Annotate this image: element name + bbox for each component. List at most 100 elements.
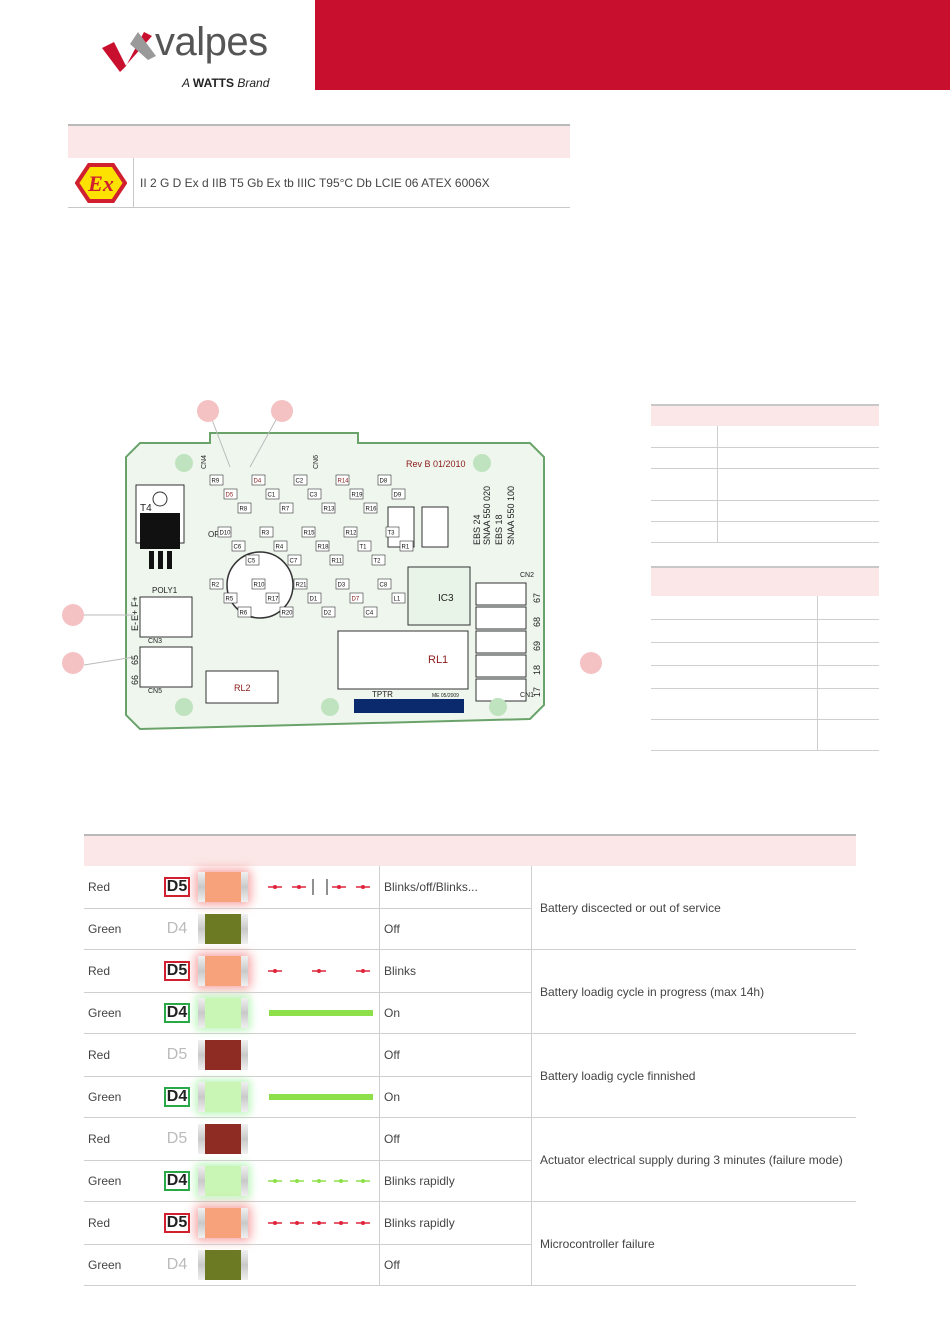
led-label: D4 <box>166 1256 188 1273</box>
terminal-key <box>651 426 718 448</box>
led-label: D5 <box>166 1130 188 1147</box>
pcb-label: EBS 18 <box>494 514 504 545</box>
callout-a <box>62 604 84 626</box>
terminal-key <box>651 468 718 501</box>
led-state: Off <box>380 1034 532 1076</box>
pcb-component-label: C3 <box>310 493 318 499</box>
terminal-row <box>651 447 879 469</box>
pcb-component-label: R6 <box>240 611 248 617</box>
pcb-label: T4 <box>140 503 152 514</box>
atex-ex-icon: Ex <box>68 157 134 208</box>
pcb-component-pad <box>321 502 336 514</box>
pcb-component-pad <box>335 474 350 486</box>
terminal-value <box>717 500 879 522</box>
pcb-component-pad <box>385 526 400 538</box>
led-state: On <box>380 1076 532 1118</box>
pcb-label: 65 <box>130 655 140 665</box>
pcb-component-pad <box>251 578 266 590</box>
callout-b <box>62 652 84 674</box>
pcb-component-label: R9 <box>212 479 220 485</box>
pcb-label: RL1 <box>428 654 448 666</box>
pcb-component-label: R13 <box>324 507 336 513</box>
pcb-component-pad <box>293 474 308 486</box>
led-chip-icon <box>198 956 248 986</box>
pcb-label: IC3 <box>438 593 454 604</box>
spec-row <box>651 619 879 643</box>
pcb-component-pad <box>209 578 224 590</box>
led-state-description: Battery loadig cycle finnished <box>532 1034 856 1118</box>
pcb-component-pad <box>251 474 266 486</box>
led-indicator: D5 <box>158 866 262 908</box>
led-chip-icon <box>198 1166 248 1196</box>
led-pattern <box>262 1118 380 1160</box>
pcb-label: 18 <box>532 665 542 675</box>
terminals-table <box>651 404 879 543</box>
led-color: Green <box>88 1174 122 1188</box>
led-pattern <box>262 1034 380 1076</box>
pcb-component-pad <box>321 606 336 618</box>
pcb-label: E+ <box>130 610 140 621</box>
pcb-component-pad <box>231 540 246 552</box>
led-pattern-icon <box>268 1094 373 1100</box>
row-divider <box>84 1244 532 1245</box>
led-pattern <box>262 992 380 1034</box>
pcb-component-pad <box>265 488 280 500</box>
led-label: D4 <box>164 1003 190 1023</box>
spec-row <box>651 596 879 620</box>
pcb-component-pad <box>223 592 238 604</box>
row-divider <box>84 1160 532 1161</box>
pcb-component-pad <box>391 488 406 500</box>
pcb-component-label: R14 <box>338 479 350 485</box>
led-label: D5 <box>166 1046 188 1063</box>
led-row: Green D4 On <box>84 992 532 1034</box>
led-state: On <box>380 992 532 1034</box>
certification-table: Ex II 2 G D Ex d IIB T5 Gb Ex tb IIIC T9… <box>68 124 570 208</box>
pcb-component-pad <box>377 474 392 486</box>
led-state: Blinks rapidly <box>380 1202 532 1244</box>
terminals-header <box>651 404 879 426</box>
pcb-component-label: L1 <box>394 597 401 603</box>
pcb-component-label: D5 <box>226 493 234 499</box>
led-pattern-icon <box>267 879 370 895</box>
pcb-component-label: C8 <box>380 583 388 589</box>
pcb-component-label: R21 <box>296 583 308 589</box>
terminal-key <box>651 447 718 469</box>
pcb-component-pad <box>209 474 224 486</box>
led-state-description: Battery discected or out of service <box>532 866 856 950</box>
led-indicator: D5 <box>158 1202 262 1244</box>
pcb-component-label: D3 <box>338 583 346 589</box>
led-pattern-icon <box>267 969 370 973</box>
led-color: Green <box>88 1258 122 1272</box>
pcb-component-label: D4 <box>254 479 262 485</box>
led-indicator: D4 <box>158 908 262 950</box>
pcb-component-pad <box>259 526 274 538</box>
led-color: Red <box>88 1048 111 1062</box>
spec-value <box>817 642 879 666</box>
pcb-component-pad <box>293 578 308 590</box>
led-row: Red D5 Blinks <box>84 950 532 992</box>
led-row: Green D4 Off <box>84 1244 532 1286</box>
pcb-component-label: R18 <box>318 545 330 551</box>
pcb-label: POLY1 <box>152 586 178 595</box>
pcb-component-label: D8 <box>380 479 388 485</box>
pcb-component-label: C2 <box>296 479 304 485</box>
pcb-component-pad <box>399 540 414 552</box>
pcb-component-label: C6 <box>234 545 242 551</box>
led-pattern <box>262 1160 380 1202</box>
pcb-component-pad <box>265 592 280 604</box>
valpes-logo: valpes A WATTS Brand <box>100 20 290 95</box>
pcb-component-label: C5 <box>248 559 256 565</box>
specs-header <box>651 566 879 596</box>
spec-value <box>817 688 879 720</box>
pcb-label: CN1 <box>520 692 534 699</box>
led-pattern-icon <box>265 1255 377 1275</box>
spec-value <box>817 665 879 689</box>
led-color: Red <box>88 964 111 978</box>
pcb-component-label: R7 <box>282 507 290 513</box>
led-color: Green <box>88 1006 122 1020</box>
pcb-component-label: D10 <box>220 531 232 537</box>
pcb-component-label: R16 <box>366 507 378 513</box>
led-state: Off <box>380 1244 532 1286</box>
terminal-row <box>651 521 879 543</box>
pcb-label: CN3 <box>148 638 162 645</box>
